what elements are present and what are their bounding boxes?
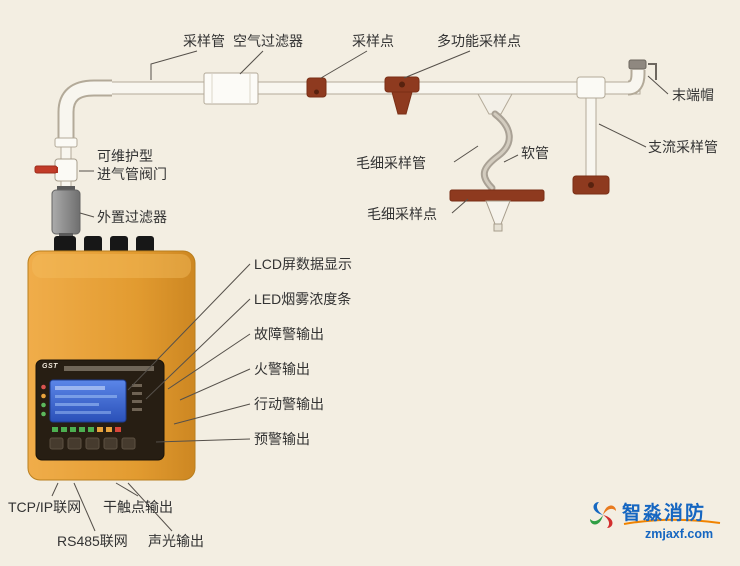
capillary-funnel [477, 93, 513, 115]
label-sampling-pipe: 采样管 [183, 33, 225, 49]
label-lcd-display: LCD屏数据显示 [254, 256, 353, 272]
device-top-ports [54, 236, 154, 254]
label-external-filter: 外置过滤器 [97, 209, 167, 225]
label-multi-sampling-point: 多功能采样点 [437, 33, 521, 49]
label-end-cap: 末端帽 [672, 87, 714, 103]
lcd-screen [49, 379, 127, 423]
label-sampling-point: 采样点 [352, 33, 394, 49]
main-sampling-pipe [103, 81, 641, 95]
device-panel [35, 359, 165, 461]
label-tcpip: TCP/IP联网 [8, 499, 82, 515]
brand-name: 智淼消防 [622, 503, 707, 524]
multi-sampling-point-fitting [384, 76, 420, 115]
sampling-point-fitting [306, 77, 327, 98]
soft-tube [480, 110, 513, 192]
brand-swoosh [623, 518, 721, 525]
label-sound-light: 声光输出 [148, 533, 204, 549]
pipe-elbow [57, 79, 112, 140]
leader-lines [51, 50, 669, 532]
label-rs485: RS485联网 [57, 533, 128, 549]
label-fault-output: 故障警输出 [254, 326, 324, 342]
label-intake-valve-line2: 进气管阀门 [97, 166, 167, 182]
label-intake-valve: 可维护型 进气管阀门 [97, 147, 167, 183]
smoke-level-led-bar [52, 427, 121, 432]
label-capillary-point: 毛细采样点 [367, 206, 437, 222]
device-brand-text: GST [42, 363, 58, 370]
brand-pinwheel-icon [590, 502, 616, 528]
brand-site-url: zmjaxf.com [645, 527, 714, 541]
label-air-filter: 空气过滤器 [233, 33, 303, 49]
air-filter-unit [203, 72, 259, 105]
branch-pipe-fitting [572, 76, 610, 195]
label-dry-contact: 干触点输出 [103, 499, 173, 515]
led-indicators [41, 384, 142, 417]
label-prewarn-output: 预警输出 [254, 431, 310, 447]
device-top-highlight [32, 254, 191, 278]
label-action-output: 行动警输出 [254, 396, 324, 412]
intake-valve-assembly [34, 137, 78, 191]
capillary-sampling-point-fitting [449, 189, 545, 232]
end-cap-fitting [627, 59, 657, 96]
label-capillary-pipe: 毛细采样管 [356, 155, 426, 171]
label-led-bar: LED烟雾浓度条 [254, 291, 352, 307]
panel-buttons [49, 437, 136, 450]
detector-device [27, 236, 196, 481]
label-intake-valve-line1: 可维护型 [97, 148, 153, 164]
label-soft-tube: 软管 [521, 145, 549, 161]
label-fire-output: 火警输出 [254, 361, 310, 377]
label-branch-pipe: 支流采样管 [648, 139, 718, 155]
